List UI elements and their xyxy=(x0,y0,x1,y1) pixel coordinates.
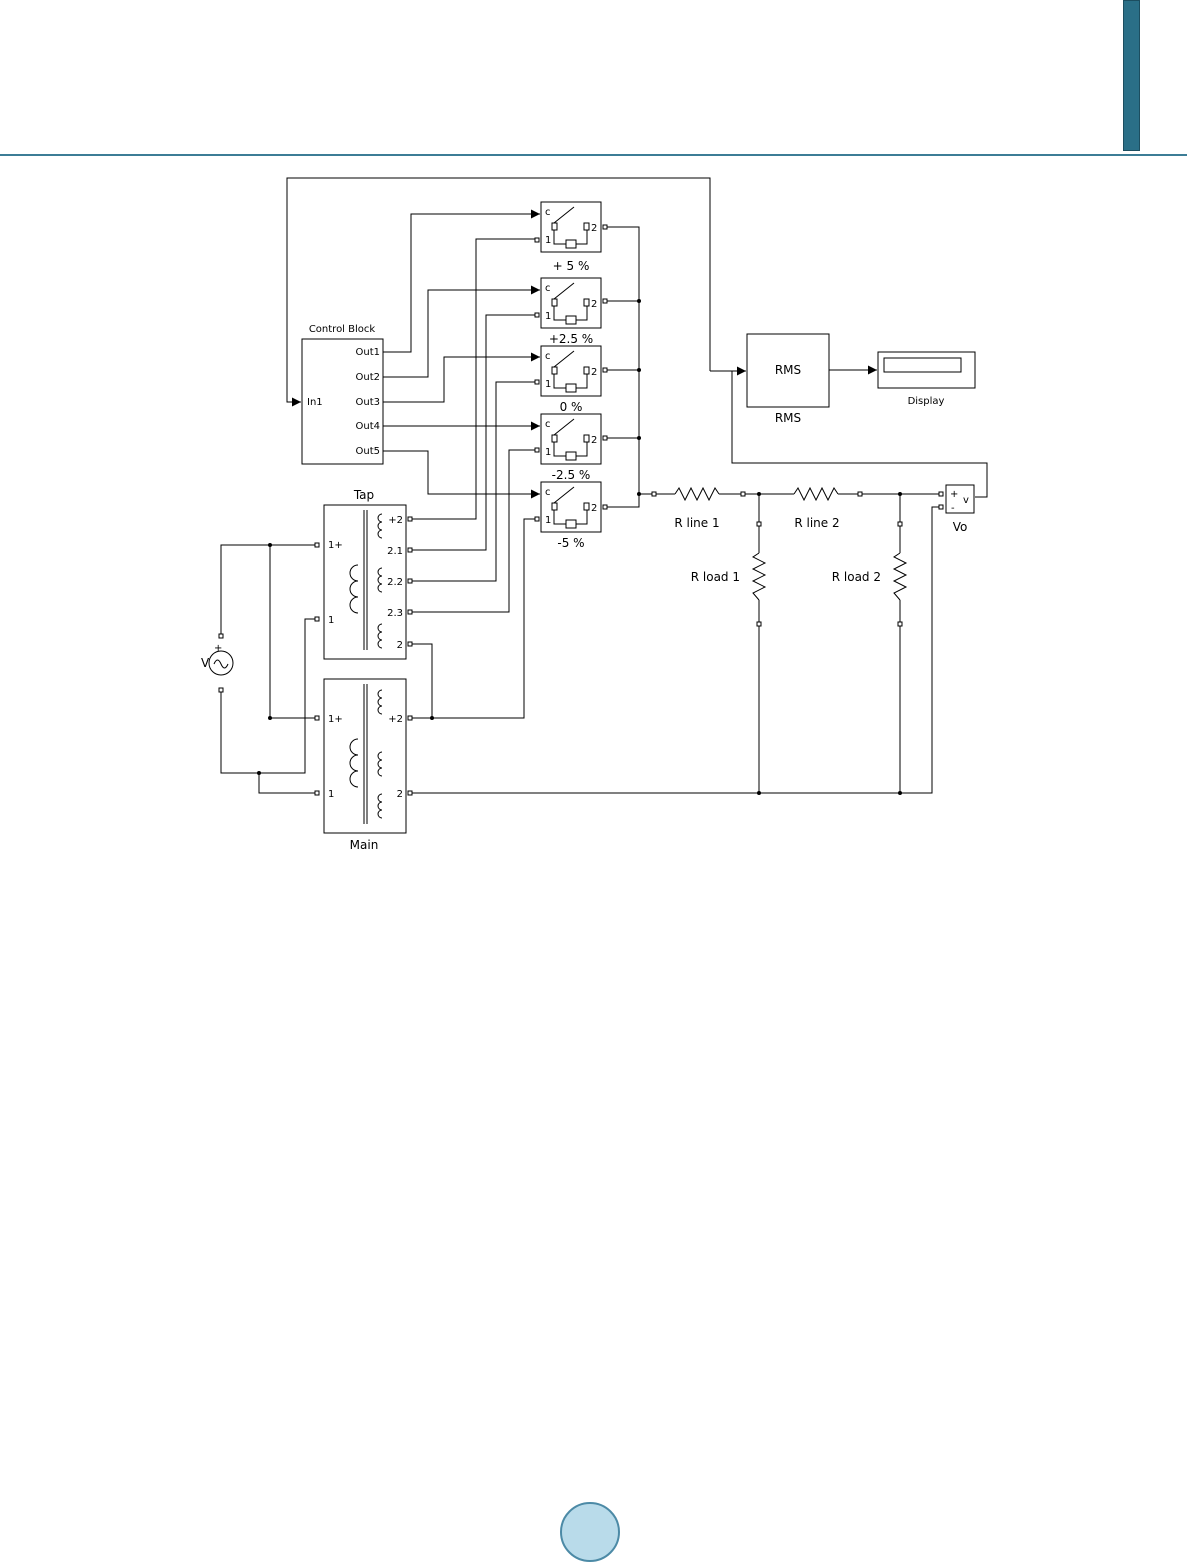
svg-text:1: 1 xyxy=(545,379,551,390)
svg-text:c: c xyxy=(545,283,551,294)
main-transformer[interactable]: Main 1+ 1 +2 2 xyxy=(314,678,413,852)
control-out4: Out4 xyxy=(356,421,381,432)
control-out5: Out5 xyxy=(356,446,381,457)
wire-main-p2 xyxy=(410,518,537,719)
switch-minus2-5[interactable]: c 1 2 -2.5 % xyxy=(534,413,608,482)
r-load-2[interactable]: R load 2 xyxy=(832,521,908,627)
tap-port-22: 2.2 xyxy=(387,577,403,588)
tap-port-23: 2.3 xyxy=(387,608,403,619)
switch-plus5[interactable]: c 1 2 + 5 % xyxy=(534,201,608,273)
r-load-1[interactable]: R load 1 xyxy=(691,521,767,627)
voltmeter-vo[interactable]: + - v Vo xyxy=(938,484,975,534)
wire-out5 xyxy=(383,450,540,499)
tap-port-21: 2.1 xyxy=(387,546,403,557)
tap-title: Tap xyxy=(353,488,374,502)
switch-plus2-5[interactable]: c 1 2 +2.5 % xyxy=(534,277,608,346)
wire-feedback-to-in1 xyxy=(286,177,711,407)
wire-tap-23 xyxy=(410,449,537,613)
svg-text:c: c xyxy=(545,351,551,362)
main-port-2: 2 xyxy=(397,789,403,800)
source-label: V xyxy=(201,656,210,670)
wire-switch-bus xyxy=(605,226,640,494)
svg-text:2: 2 xyxy=(591,299,597,310)
r-load-1-label: R load 1 xyxy=(691,570,740,584)
control-block-title: Control Block xyxy=(309,324,376,335)
vo-label: Vo xyxy=(953,520,968,534)
switch-label: 0 % xyxy=(560,400,583,414)
switch-label: + 5 % xyxy=(553,259,590,273)
r-line-2-label: R line 2 xyxy=(794,516,839,530)
svg-text:c: c xyxy=(545,487,551,498)
tap-port-p2: +2 xyxy=(388,515,403,526)
ac-source[interactable]: + V xyxy=(201,633,234,693)
r-line-2[interactable]: R line 2 xyxy=(793,486,863,530)
control-out3: Out3 xyxy=(356,397,381,408)
page-number-badge xyxy=(560,1502,620,1562)
tap-transformer[interactable]: Tap 1+ 1 +2 2.1 2.2 2.3 2 xyxy=(314,488,413,660)
side-tab xyxy=(1123,0,1140,151)
svg-text:2: 2 xyxy=(591,367,597,378)
wire-primary xyxy=(220,544,316,794)
svg-text:2: 2 xyxy=(591,223,597,234)
wire-out3 xyxy=(383,352,540,403)
vo-plus: + xyxy=(950,489,958,500)
source-plus: + xyxy=(214,643,222,654)
vo-v: v xyxy=(963,495,969,506)
tap-port-2: 2 xyxy=(397,640,403,651)
switch-label: +2.5 % xyxy=(549,332,593,346)
switch-label: -2.5 % xyxy=(552,468,591,482)
wire-tap-p2 xyxy=(410,238,537,520)
wire-return xyxy=(410,506,941,794)
switch-0[interactable]: c 1 2 0 % xyxy=(534,345,608,414)
svg-text:2: 2 xyxy=(591,503,597,514)
r-line-1[interactable]: R line 1 xyxy=(651,486,746,530)
wire-tap-22 xyxy=(410,381,537,582)
r-load-2-label: R load 2 xyxy=(832,570,881,584)
tap-port-1plus: 1+ xyxy=(328,540,343,551)
control-out1: Out1 xyxy=(356,347,381,358)
svg-text:c: c xyxy=(545,419,551,430)
main-port-p2: +2 xyxy=(388,714,403,725)
control-out2: Out2 xyxy=(356,372,381,383)
control-block[interactable]: Control Block In1 Out1 Out2 Out3 Out4 Ou… xyxy=(301,324,384,465)
tap-port-1: 1 xyxy=(328,615,334,626)
switch-minus5[interactable]: c 1 2 -5 % xyxy=(534,481,608,550)
junction-dots xyxy=(257,299,902,795)
wire-tap-21 xyxy=(410,314,537,551)
svg-text:1: 1 xyxy=(545,235,551,246)
svg-text:c: c xyxy=(545,207,551,218)
rms-label: RMS xyxy=(775,411,801,425)
svg-text:1: 1 xyxy=(545,311,551,322)
wire-out1 xyxy=(383,209,540,353)
main-port-1plus: 1+ xyxy=(328,714,343,725)
header-rule xyxy=(0,154,1187,156)
switch-label: -5 % xyxy=(557,536,584,550)
wire-out2 xyxy=(383,285,540,378)
svg-text:1: 1 xyxy=(545,447,551,458)
control-in1: In1 xyxy=(307,397,323,408)
vo-minus: - xyxy=(951,503,955,514)
wire-tap-2-to-main xyxy=(410,643,433,718)
rms-block[interactable]: RMS RMS xyxy=(746,333,830,425)
display-block[interactable]: Display xyxy=(877,351,976,407)
r-line-1-label: R line 1 xyxy=(674,516,719,530)
svg-text:2: 2 xyxy=(591,435,597,446)
rms-block-text: RMS xyxy=(775,363,801,377)
display-label: Display xyxy=(908,396,945,407)
main-port-1: 1 xyxy=(328,789,334,800)
wire-sw5-bus xyxy=(605,493,652,508)
main-title: Main xyxy=(350,838,379,852)
svg-text:1: 1 xyxy=(545,515,551,526)
